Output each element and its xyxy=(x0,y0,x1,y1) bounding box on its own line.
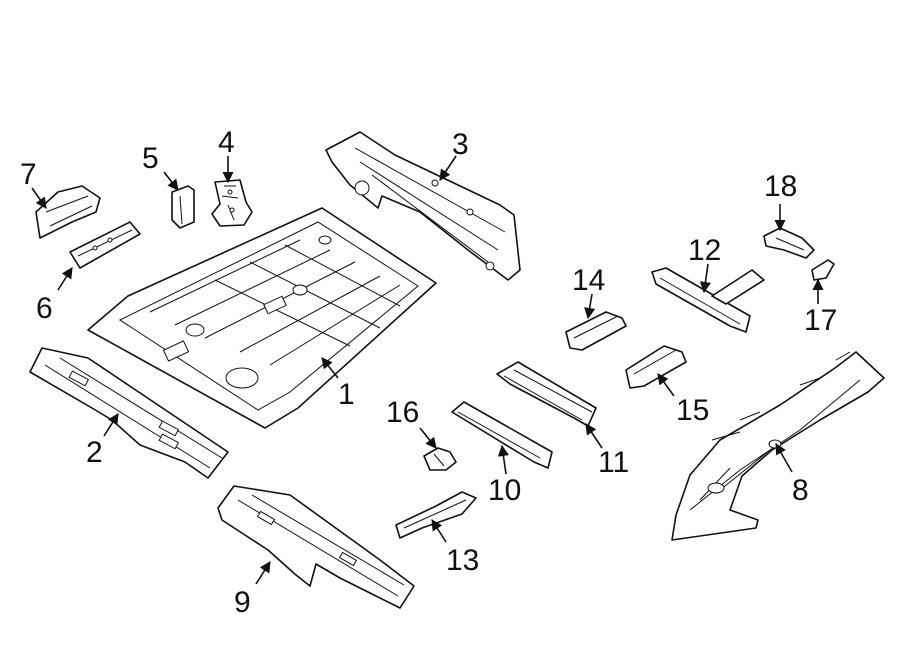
callout-14: 14 xyxy=(572,264,605,297)
callout-18: 18 xyxy=(764,170,797,203)
callout-4: 4 xyxy=(218,126,235,159)
part-16-clip xyxy=(423,447,457,471)
leader-14 xyxy=(584,293,596,320)
part-13-brace xyxy=(395,491,477,539)
callout-9: 9 xyxy=(234,586,251,619)
part-3-upper-rear-cross-member xyxy=(325,131,521,281)
callout-8: 8 xyxy=(792,474,809,507)
part-1-rear-floor-pan xyxy=(87,207,437,429)
callout-labels: 1 2 3 4 5 6 7 8 9 10 11 12 13 14 15 16 1… xyxy=(20,126,837,619)
leader-7 xyxy=(31,187,47,209)
part-2-rear-cross-member xyxy=(29,347,229,479)
leader-16 xyxy=(419,427,437,449)
part-11-cross-member xyxy=(496,361,597,427)
callout-2: 2 xyxy=(86,436,103,469)
part-18-bracket xyxy=(763,227,815,259)
callout-6: 6 xyxy=(36,292,53,325)
leader-5 xyxy=(163,171,179,191)
callout-13: 13 xyxy=(446,544,479,577)
callout-16: 16 xyxy=(386,396,419,429)
callout-5: 5 xyxy=(142,142,159,175)
leader-3 xyxy=(439,155,457,181)
leader-11 xyxy=(585,423,603,449)
leader-13 xyxy=(431,519,447,543)
part-5-small-bracket xyxy=(171,185,195,229)
callout-15: 15 xyxy=(676,394,709,427)
part-12-member xyxy=(651,267,765,333)
part-17-small-plate xyxy=(811,259,835,281)
leader-9 xyxy=(255,561,271,585)
leader-15 xyxy=(657,373,675,397)
part-6-reinforcement xyxy=(69,221,141,269)
callout-3: 3 xyxy=(452,128,469,161)
callout-10: 10 xyxy=(488,474,521,507)
part-15-bracket xyxy=(625,345,687,389)
part-4-bracket xyxy=(211,179,253,227)
leader-2 xyxy=(103,413,119,437)
leader-10 xyxy=(497,444,509,475)
part-14-bracket xyxy=(565,311,627,351)
leader-1 xyxy=(321,357,339,379)
part-10-cross-member xyxy=(451,401,553,469)
callout-12: 12 xyxy=(688,234,721,267)
leader-8 xyxy=(775,443,793,473)
callout-17: 17 xyxy=(804,304,837,337)
callout-1: 1 xyxy=(338,378,355,411)
part-7-extension xyxy=(35,185,101,239)
part-9-cross-member xyxy=(217,485,415,609)
leader-6 xyxy=(57,267,73,291)
leader-lines xyxy=(31,155,824,585)
callout-7: 7 xyxy=(20,158,37,191)
leader-12 xyxy=(699,263,711,294)
callout-11: 11 xyxy=(598,446,629,479)
